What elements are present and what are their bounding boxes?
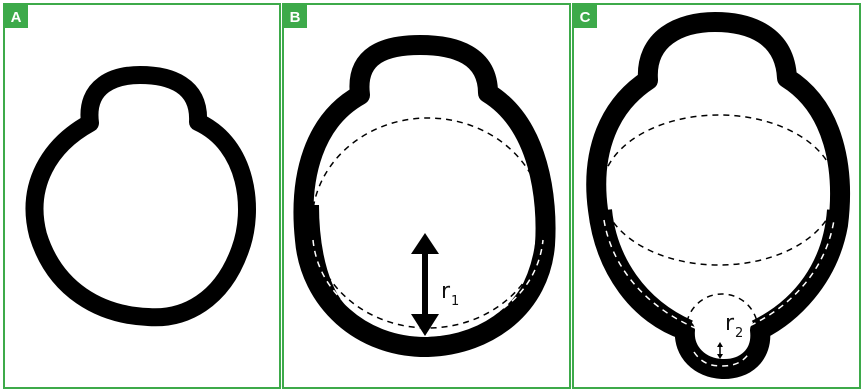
- panel-b-radius-arrow: [411, 233, 439, 336]
- panel-b-dashed-circle: [311, 117, 545, 329]
- panel-b-radius-arrow-head-up: [411, 233, 439, 254]
- panel-c-radius-arrow-head-down: [717, 354, 723, 359]
- panel-a-label-box: [4, 4, 28, 28]
- panel-c-dashed-circle-on-outline: [603, 219, 835, 331]
- panel-c-radius-subscript: 2: [735, 326, 743, 341]
- panel-b-radius-symbol: r: [441, 279, 451, 304]
- panel-c-radius-arrow: [717, 342, 723, 359]
- panel-c: C r2: [572, 3, 861, 389]
- panel-c-radius-label: r2: [725, 311, 743, 341]
- panel-b-radius-arrow-head-down: [411, 314, 439, 336]
- panel-b-frame: [282, 3, 571, 389]
- panel-c-label-box: [573, 4, 597, 28]
- panel-c-dashed-circle: [601, 114, 837, 266]
- panel-b-radius-label: r1: [441, 279, 459, 309]
- panel-b-inner-fill-bottom: [305, 204, 551, 352]
- panel-a: A: [3, 3, 281, 389]
- panel-c-frame: [572, 3, 861, 389]
- panel-c-inner-fill-bottom: [598, 209, 841, 334]
- panel-c-radius-arrow-head-up: [717, 342, 723, 347]
- panel-b-label-box: [283, 4, 307, 28]
- panel-b: B r1: [282, 3, 571, 389]
- panel-b-radius-subscript: 1: [451, 294, 459, 309]
- panel-c-label: C: [580, 9, 591, 26]
- panel-b-dashed-circle-on-outline: [312, 239, 544, 333]
- panel-a-shape-outline: [25, 66, 256, 327]
- panel-a-label: A: [11, 9, 22, 26]
- panel-c-small-dashed-circle: [685, 293, 759, 367]
- panel-b-label: B: [290, 9, 301, 26]
- panel-c-shape-outline: [586, 12, 850, 379]
- panel-a-frame: [3, 3, 281, 389]
- panel-c-radius-symbol: r: [725, 311, 735, 336]
